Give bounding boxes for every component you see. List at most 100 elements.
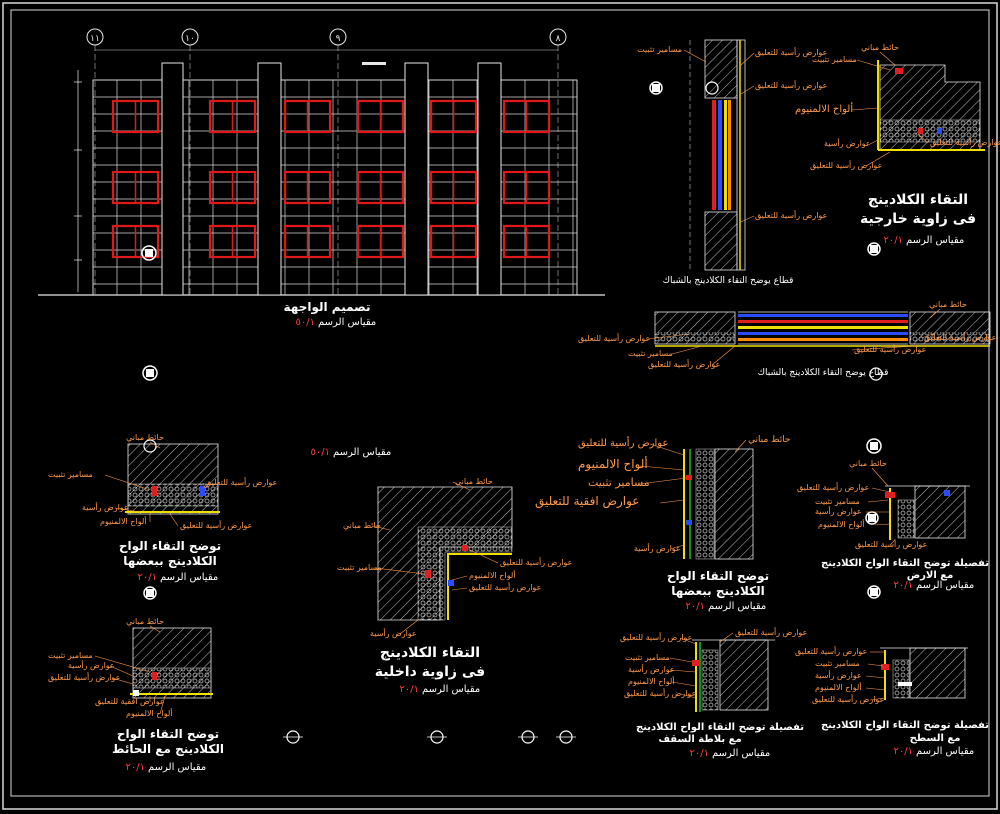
leader-line <box>865 151 891 167</box>
panels-joint-title-2: الكلادينج ببعضها <box>123 554 217 568</box>
roof-detail-title-1: تفصيلة توضح التقاء الواح الكلادينج <box>821 720 989 731</box>
leader-line <box>639 477 687 485</box>
floor-detail-scale-text: مقياس الرسم <box>916 580 974 591</box>
wall-joint-title-1: توضح التقاء الواح <box>117 727 219 742</box>
detail-label: عوارض رأسية <box>370 628 417 638</box>
axis-bubble <box>181 28 199 46</box>
ceiling-detail-title-2: مع بلاطة السقف <box>658 734 741 745</box>
leader-line <box>669 544 685 550</box>
leader-line <box>869 697 886 701</box>
leader-line <box>739 52 755 67</box>
internal-corner-title-2: فى زاوية داخلية <box>375 664 485 680</box>
detail-label: عوارض رأسية <box>815 670 862 680</box>
detail-label: عوارض رأسية للتعليق <box>812 694 884 704</box>
leader-line <box>851 107 879 111</box>
leader-line <box>929 308 941 319</box>
detail-label: مسامير تثبيت <box>815 659 860 668</box>
internal-corner-scale-num: ٢٠/١ <box>400 684 419 695</box>
detail-label: عوارض رأسية للتعليق <box>735 627 807 637</box>
detail-label: ألواح الالمنيوم <box>795 102 853 115</box>
leader-line <box>867 499 889 503</box>
leader-line <box>469 549 499 564</box>
internal-corner-scale-text: مقياس الرسم <box>422 684 480 695</box>
detail-label: عوارض رأسية للتعليق <box>797 482 869 492</box>
detail-label: عوارض رأسية للتعليق <box>578 333 650 343</box>
detail-label: حائط مباني <box>126 617 164 626</box>
detail-floor: حائط مباني عوارض رأسية للتعليق مسامير تثبي… <box>797 459 989 599</box>
ceiling-detail-title-1: تفصيلة توضح التقاء الواح الكلادينج <box>636 722 804 733</box>
leader-line <box>865 675 886 679</box>
detail-label: عوارض رأسية للتعليق <box>624 688 696 698</box>
detail-label: مسامير تثبيت <box>588 476 650 489</box>
detail-label: عوارض رأسية <box>815 506 862 516</box>
leader-line <box>851 345 916 351</box>
leader-line <box>159 695 166 715</box>
leader-line <box>871 487 891 493</box>
leader-line <box>399 619 419 635</box>
leader-line <box>149 441 161 449</box>
panels-joint-scale-num: ٢٠/١ <box>138 572 157 583</box>
roof-detail-scale-num: ٢٠/١ <box>894 746 913 757</box>
facade-pillar <box>404 62 429 296</box>
vertical-section-caption: قطاع يوضح التقاء الكلادينج بالشباك <box>663 276 794 286</box>
detail-label: حائط مباني <box>343 521 381 530</box>
elevation-scale-num: ٥٠/١ <box>296 317 315 328</box>
detail-label: ألواح الالمنيوم <box>818 519 864 529</box>
leader-line <box>149 625 161 633</box>
bottom-markers <box>283 730 576 744</box>
detail-label: مسامير تثبيت <box>48 651 93 660</box>
detail-label: حائط مباني <box>849 459 887 468</box>
wall-joint-title-2: الكلادينج مع الحائط <box>112 742 224 756</box>
leader-line <box>879 51 896 66</box>
detail-label: ألواح الالمنيوم <box>100 516 146 526</box>
axis-bubble <box>86 28 104 46</box>
detail-label: عوارض رأسية <box>68 660 115 670</box>
leader-line <box>169 513 179 527</box>
leader-line <box>740 215 755 223</box>
axis-tag: ٩ <box>336 34 341 44</box>
leader-line <box>639 465 685 471</box>
leader-line <box>372 525 391 531</box>
detail-label: مسامير تثبيت <box>337 563 382 572</box>
external-corner-title-2: فى زاوية خارجية <box>860 211 976 227</box>
leader-line <box>94 655 151 673</box>
leader-line <box>671 681 697 687</box>
internal-corner-title-1: التقاء الكلادينج <box>380 645 480 661</box>
leader-line <box>202 482 206 489</box>
leader-line <box>889 539 896 546</box>
detail-label: عوارض رأسية للتعليق <box>500 557 572 567</box>
detail-label: مسامير تثبيت <box>815 497 860 506</box>
detail-label: حائط مباني <box>861 43 899 52</box>
leader-line <box>856 59 891 71</box>
leader-line <box>869 139 879 145</box>
leader-line <box>679 693 697 699</box>
vertical-joint-scale-text: مقياس الرسم <box>708 601 766 612</box>
axis-bubble <box>329 28 347 46</box>
detail-label: عوارض رأسية للتعليق <box>855 539 927 549</box>
detail-label: عوارض رأسية للتعليق <box>180 520 252 530</box>
detail-label: ألواح الالمنيوم <box>815 682 861 692</box>
facade-pillar <box>477 62 502 296</box>
detail-label: عوارض رأسية للتعليق <box>620 632 692 642</box>
leader-line <box>111 677 134 685</box>
detail-label: ألواح الالمنيوم <box>126 708 172 718</box>
leader-line <box>865 687 886 691</box>
external-corner-scale-num: ٢٠/١ <box>884 235 903 246</box>
facade-pillar <box>257 62 282 296</box>
leader-line <box>669 669 697 673</box>
detail-roof: عوارض رأسية للتعليق مسامير تثبيت عوارض رأس… <box>795 646 989 757</box>
leader-line <box>104 474 151 491</box>
detail-label: ألواح الالمنيوم <box>628 676 674 686</box>
floor-detail-title-2: مع الارض <box>907 570 954 581</box>
detail-label: مسامير تثبيت <box>812 55 857 64</box>
wall-joint-scale-num: ٢٠/١ <box>126 762 145 773</box>
leader-line <box>671 345 703 355</box>
